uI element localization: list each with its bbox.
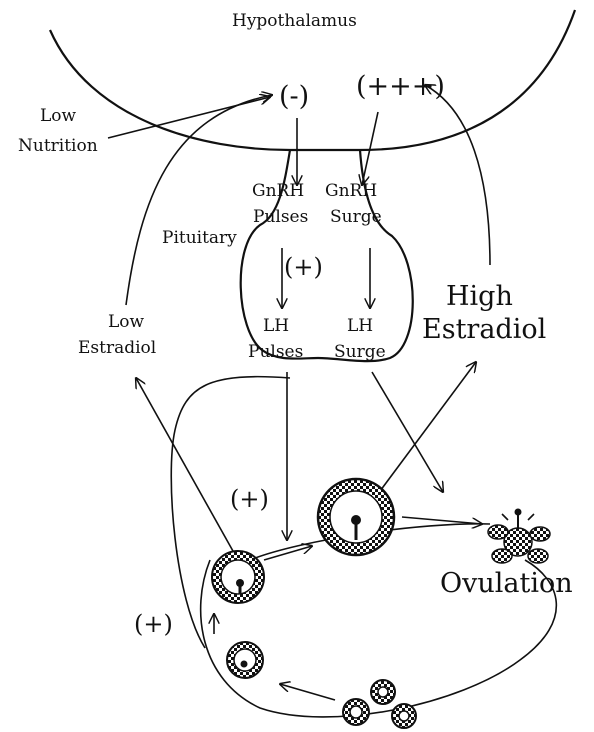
low-estradiol-feedback-arrow	[125, 95, 272, 306]
low-nutrition-label-line2: Nutrition	[18, 136, 98, 156]
ovary-cycle-loop	[199, 559, 558, 718]
pituitary-label: Pituitary	[162, 228, 237, 248]
follicle-to-low-estradiol-arrow	[136, 378, 239, 561]
hypothalamus-label: Hypothalamus	[232, 11, 357, 31]
lh-surge-label-line2: Surge	[334, 342, 386, 362]
follicle-growth-plus-label: (+)	[134, 610, 173, 638]
gnrh-surge-label-line1: GnRH	[325, 181, 377, 201]
dominant-follicle	[316, 477, 396, 557]
small-follicle	[226, 641, 264, 679]
medium-follicle	[211, 550, 265, 604]
lh-surge-to-ovulation-arrow	[371, 371, 443, 492]
gnrh-pulses-label-line2: Pulses	[253, 207, 308, 227]
pituitary-plus-label: (+)	[284, 253, 323, 281]
lh-pulses-label-line2: Pulses	[248, 342, 303, 362]
high-estradiol-label-line2: Estradiol	[422, 314, 546, 345]
gnrh-pulses-label-line1: GnRH	[252, 181, 304, 201]
triple-plus-to-gnrh-surge-arrow	[362, 111, 379, 185]
high-estradiol-feedback-arrow	[425, 85, 491, 266]
gnrh-surge-label-line2: Surge	[330, 207, 382, 227]
large-follicle-to-ovulation-arrow	[401, 516, 482, 524]
hypothalamus-boundary	[48, 9, 577, 152]
lh-pulses-label-line1: LH	[263, 316, 289, 336]
high-estradiol-label-line1: High	[446, 281, 513, 312]
lh-surge-label-line1: LH	[347, 316, 373, 336]
negative-feedback-label: (-)	[279, 81, 309, 112]
medium-to-large-follicle-arrow	[263, 546, 312, 561]
primordial-to-small-follicle-arrow	[280, 684, 336, 701]
ovary-cycle-outline	[170, 375, 291, 649]
ovulation-label: Ovulation	[440, 568, 573, 599]
positive-feedback-label: (+++)	[356, 71, 445, 102]
low-estradiol-label-line1: Low	[108, 312, 145, 332]
primordial-follicle-cluster	[342, 679, 417, 729]
low-nutrition-arrow	[107, 97, 270, 139]
low-nutrition-label-line1: Low	[40, 106, 77, 126]
lh-pulse-stimulation-plus-label: (+)	[230, 485, 269, 513]
ovulation-burst-icon	[487, 508, 551, 564]
pituitary-outline	[239, 149, 414, 363]
low-estradiol-label-line2: Estradiol	[78, 338, 156, 358]
